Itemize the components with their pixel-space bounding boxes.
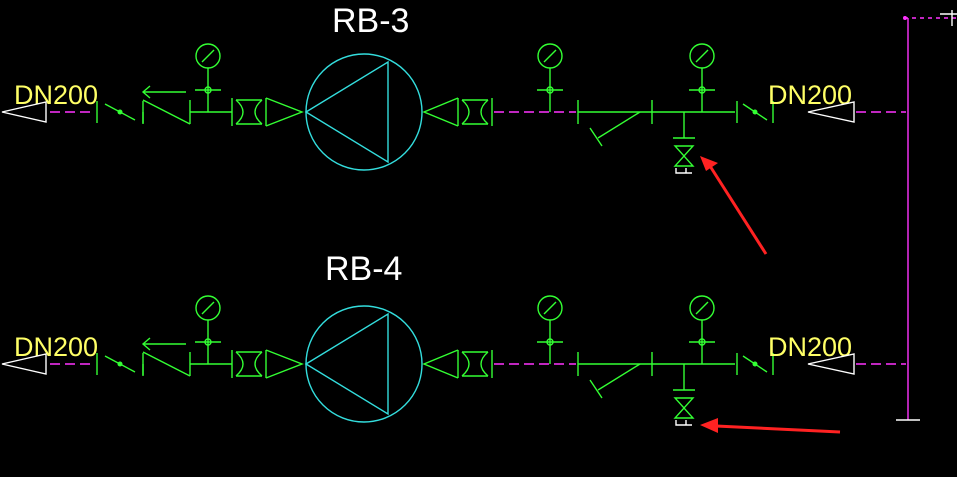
pressure-gauge-icon: [537, 295, 563, 364]
flow-direction-arrow-icon: [807, 101, 855, 123]
annotation-arrow-icon: [700, 418, 841, 434]
pressure-gauge-icon: [537, 43, 563, 112]
pressure-gauge-icon: [689, 295, 715, 364]
annotation-arrow-icon: [700, 156, 768, 255]
pump-row-rb3: RB-3 DN200: [1, 2, 906, 255]
flexible-joint-icon: [422, 349, 493, 379]
check-valve-icon: [141, 85, 191, 125]
flexible-joint-icon: [422, 97, 493, 127]
flow-direction-arrow-icon: [807, 353, 855, 375]
gate-valve-icon: [96, 101, 144, 123]
pump-label: RB-4: [325, 250, 402, 288]
pump-icon: [304, 305, 423, 423]
pressure-gauge-icon: [195, 43, 221, 112]
gate-valve-icon: [736, 353, 774, 375]
pump-label: RB-3: [332, 2, 409, 40]
gate-valve-icon: [96, 353, 144, 375]
pressure-gauge-icon: [689, 43, 715, 112]
check-valve-icon: [141, 337, 191, 377]
header-pipe: [896, 10, 957, 421]
drain-valve-icon: [673, 112, 695, 174]
flexible-joint-icon: [231, 97, 304, 127]
gate-valve-icon: [736, 101, 774, 123]
flow-direction-arrow-icon: [1, 101, 47, 123]
flexible-joint-icon: [231, 349, 304, 379]
drain-valve-icon: [673, 364, 695, 426]
pipe-size-label-left: DN200: [14, 80, 98, 110]
y-strainer-icon: [577, 352, 653, 399]
pump-icon: [304, 53, 423, 171]
pressure-gauge-icon: [195, 295, 221, 364]
pump-row-rb4: RB-4 DN200: [1, 250, 906, 434]
pipe-size-label-left: DN200: [14, 332, 98, 362]
y-strainer-icon: [577, 100, 653, 147]
flow-direction-arrow-icon: [1, 353, 47, 375]
